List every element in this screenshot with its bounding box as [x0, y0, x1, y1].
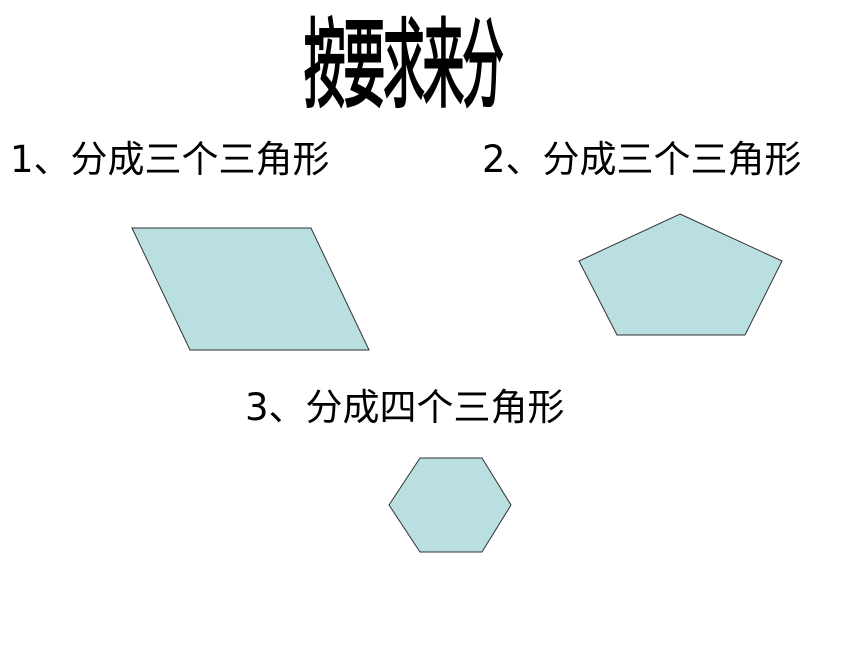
- task-1-label: 1、分成三个三角形: [10, 138, 330, 181]
- task-2-label: 2、分成三个三角形: [482, 138, 802, 181]
- slide-title: 按要求来分: [250, 10, 555, 120]
- task-3-label: 3、分成四个三角形: [245, 386, 565, 429]
- hexagon-shape: [388, 457, 512, 553]
- parallelogram-shape: [131, 227, 370, 351]
- pentagon-shape: [578, 213, 783, 336]
- slide-title-text: 按要求来分: [303, 8, 504, 122]
